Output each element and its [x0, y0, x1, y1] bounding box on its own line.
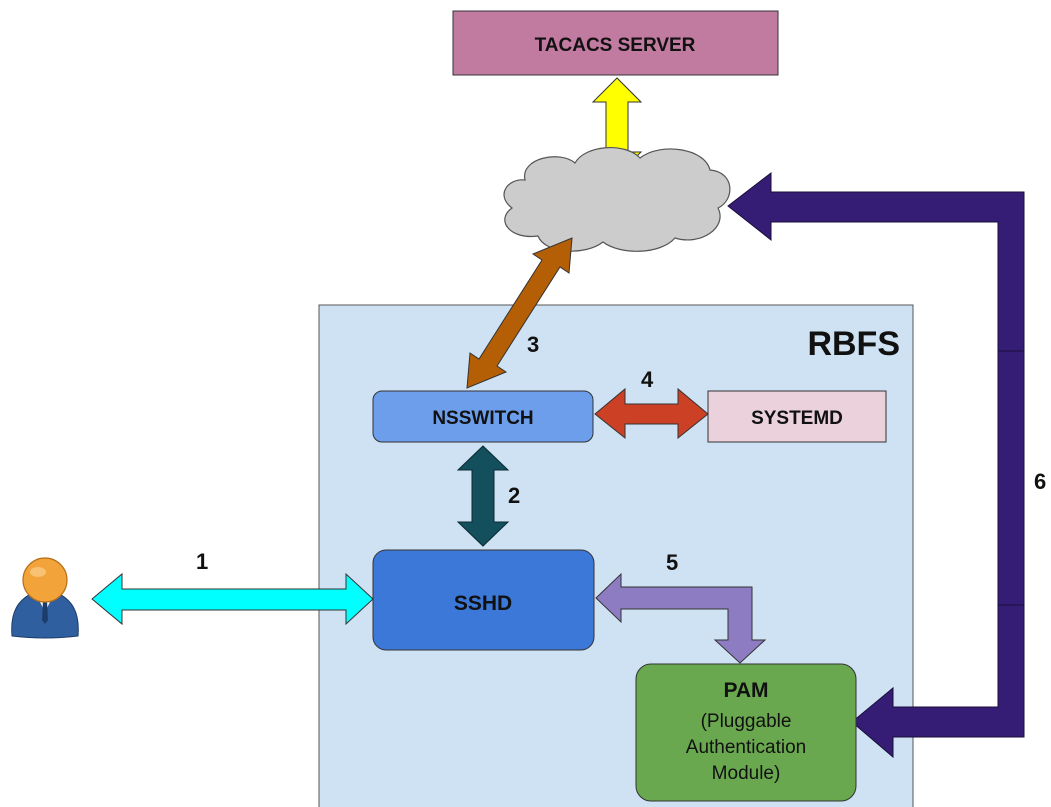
arrow-4-nsswitch-systemd [594, 387, 709, 440]
pam-title: PAM [723, 679, 768, 702]
pam-subtitle-line-3: Module) [712, 763, 781, 784]
arrow-3-label: 3 [527, 332, 539, 357]
pam-box [635, 663, 857, 802]
arrow-6-label: 6 [1034, 469, 1046, 494]
sshd-box [372, 549, 595, 651]
sshd-label: SSHD [454, 592, 512, 615]
arrow-1-user-sshd [91, 572, 374, 626]
arrow-3-nsswitch-cloud [466, 237, 573, 389]
arrow-5-label: 5 [666, 550, 678, 575]
systemd-label: SYSTEMD [751, 408, 843, 429]
arrow-2-nsswitch-sshd [456, 445, 510, 547]
nsswitch-box [372, 390, 594, 443]
rbfs-label: RBFS [807, 325, 900, 363]
systemd-box [707, 390, 887, 443]
nsswitch-label: NSSWITCH [432, 408, 533, 429]
arrow-6-pam-cloud [727, 171, 1025, 759]
tacacs-server-label: TACACS SERVER [535, 35, 696, 56]
arrow-4-label: 4 [641, 367, 654, 392]
arrow-1-label: 1 [196, 549, 208, 574]
network-cloud-icon [503, 147, 731, 252]
arrow-2-label: 2 [508, 483, 520, 508]
pam-subtitle-line-1: (Pluggable [701, 711, 792, 732]
user-icon [11, 557, 79, 639]
pam-subtitle-line-2: Authentication [686, 737, 806, 758]
arrow-5-sshd-pam [595, 572, 767, 664]
tacacs-server-box [452, 10, 779, 76]
